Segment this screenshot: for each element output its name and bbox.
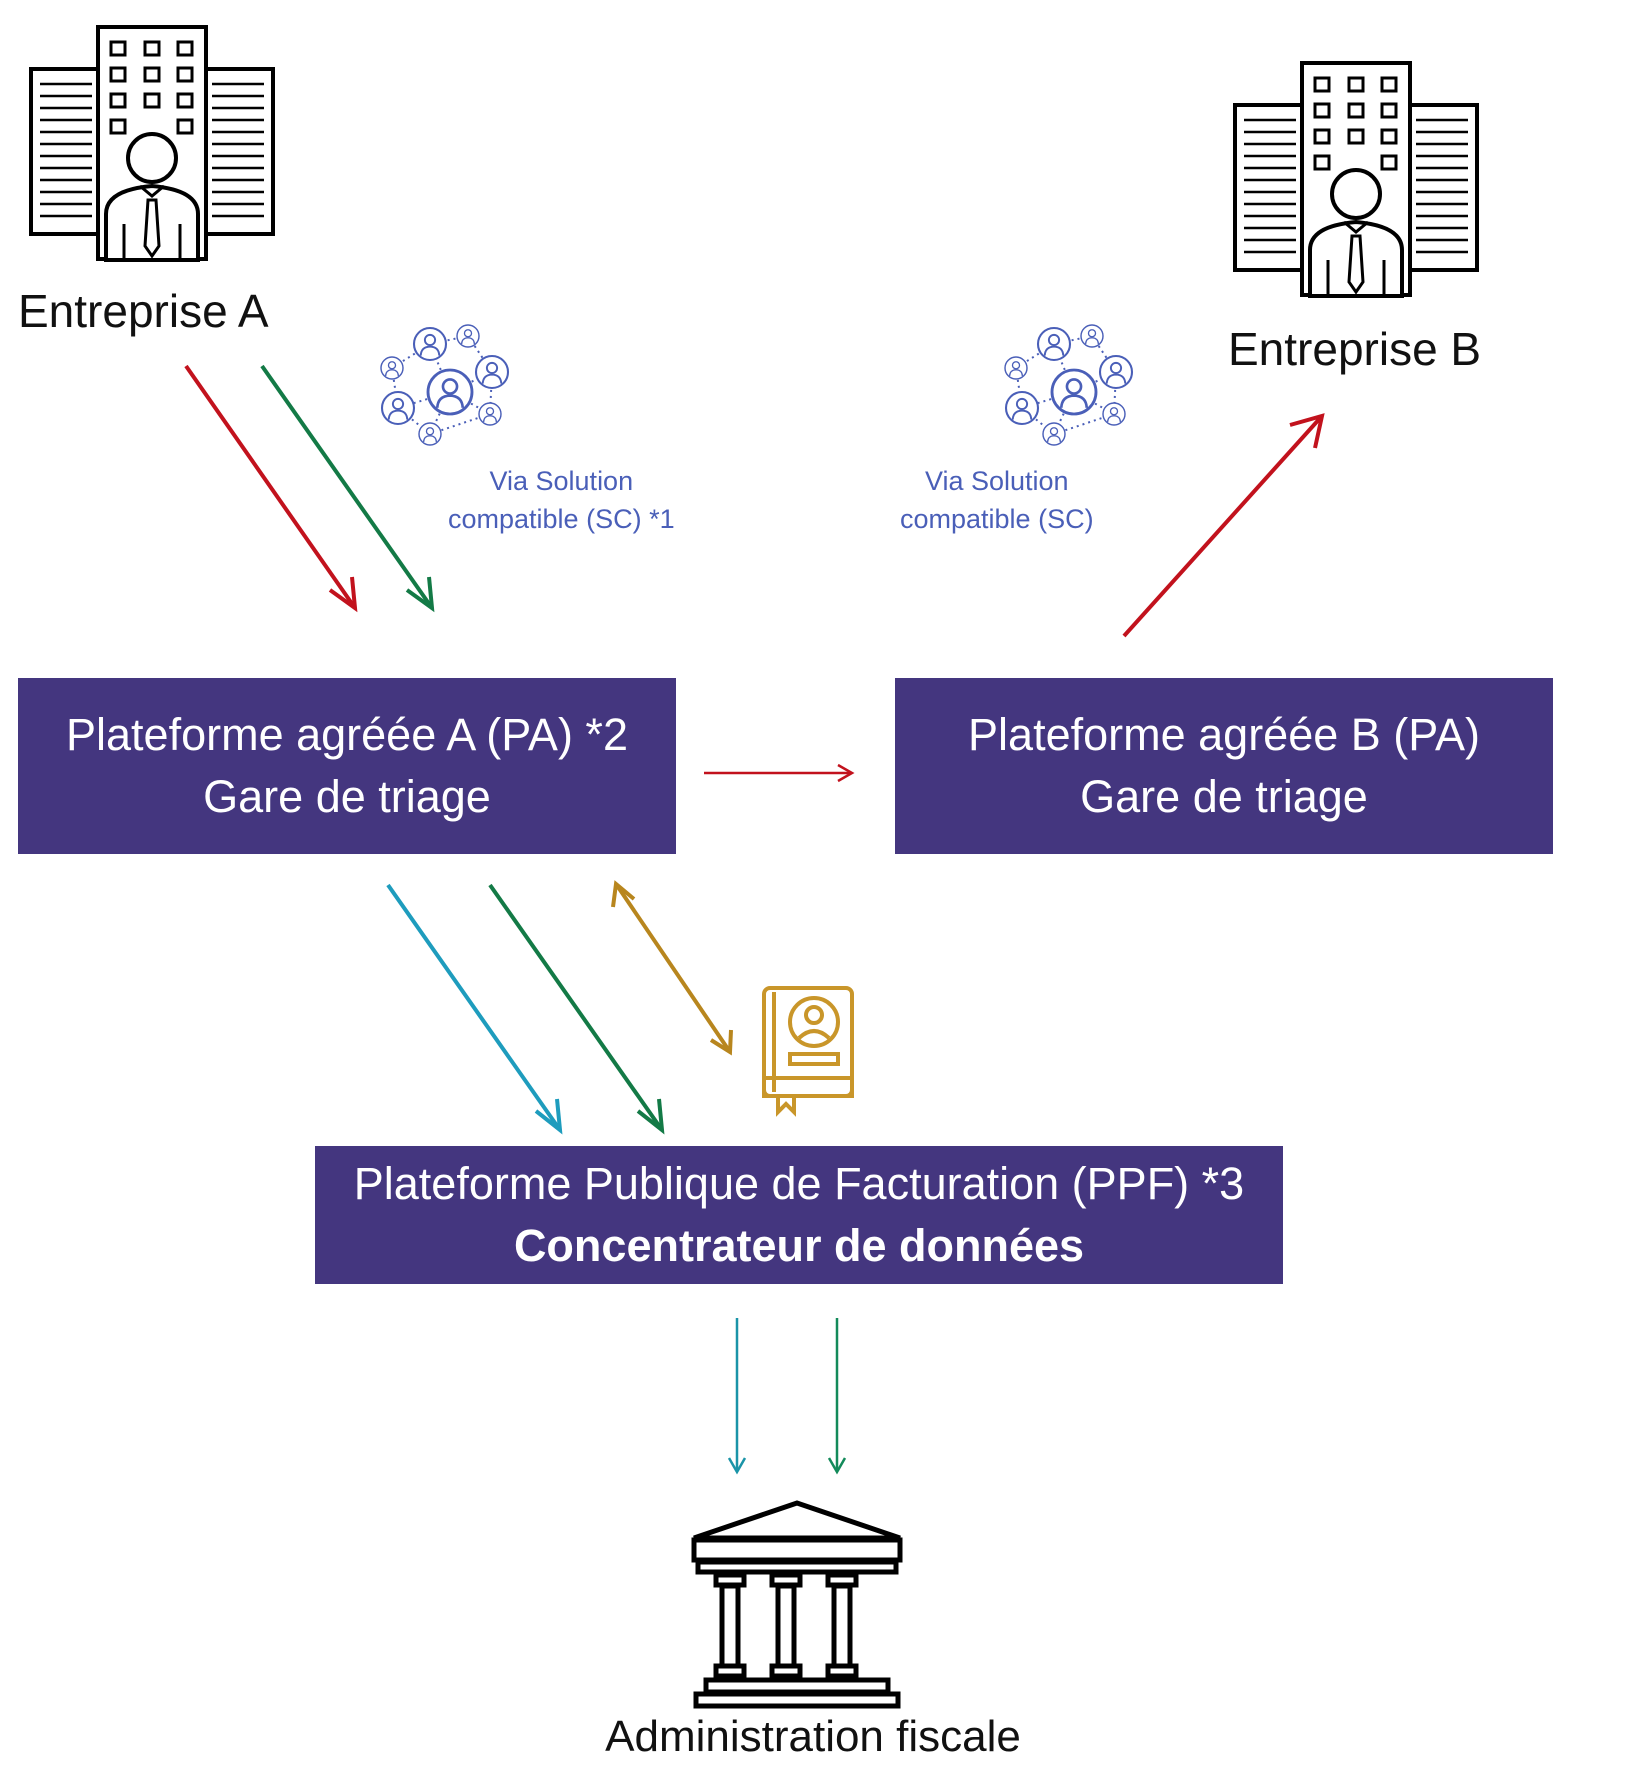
pa-b-subtitle: Gare de triage — [1080, 771, 1368, 822]
via-solution-label-a: Via Solution compatible (SC) *1 — [448, 462, 675, 538]
via-solution-b-line1: Via Solution — [924, 466, 1069, 496]
pa-b-title: Plateforme agréée B (PA) — [968, 709, 1480, 760]
network-people-icon-a — [381, 325, 508, 445]
arrow-cyan-pa-a-to-ppf — [386, 883, 563, 1135]
entreprise-b-building-icon — [1233, 61, 1479, 298]
arrow-gold-pa-a-ppf-bidirectional — [611, 880, 733, 1056]
entreprise-a-label: Entreprise A — [18, 285, 269, 337]
entreprise-b-label: Entreprise B — [1228, 323, 1482, 375]
pa-a-subtitle: Gare de triage — [203, 771, 491, 822]
plateforme-agreee-a-box: Plateforme agréée A (PA) *2 Gare de tria… — [18, 678, 676, 854]
ppf-title: Plateforme Publique de Facturation (PPF)… — [353, 1158, 1245, 1209]
network-people-icon-b — [1005, 325, 1132, 445]
arrow-red-pa-b-to-entreprise-b — [1122, 413, 1325, 638]
via-solution-label-b: Via Solution compatible (SC) — [900, 462, 1094, 538]
government-building-columns-icon — [691, 1500, 903, 1709]
arrow-green-entreprise-a-to-pa-a — [260, 364, 435, 613]
entreprise-a-building-icon — [29, 25, 275, 262]
arrow-red-pa-a-to-pa-b — [704, 763, 855, 783]
arrow-green-pa-a-to-ppf — [488, 883, 665, 1135]
contact-directory-book-icon — [762, 986, 854, 1117]
pa-a-title: Plateforme agréée A (PA) *2 — [66, 709, 628, 760]
plateforme-agreee-b-box: Plateforme agréée B (PA) Gare de triage — [895, 678, 1553, 854]
arrow-teal-green-ppf-to-admin — [827, 1318, 847, 1475]
via-solution-a-line2: compatible (SC) *1 — [448, 504, 675, 534]
ppf-subtitle: Concentrateur de données — [513, 1220, 1085, 1271]
arrow-teal-ppf-to-admin — [727, 1318, 747, 1475]
administration-fiscale-label: Administration fiscale — [605, 1712, 1021, 1761]
arrow-red-entreprise-a-to-pa-a — [184, 364, 358, 613]
ppf-box: Plateforme Publique de Facturation (PPF)… — [315, 1146, 1283, 1284]
via-solution-a-line1: Via Solution — [489, 466, 634, 496]
via-solution-b-line2: compatible (SC) — [900, 504, 1094, 534]
